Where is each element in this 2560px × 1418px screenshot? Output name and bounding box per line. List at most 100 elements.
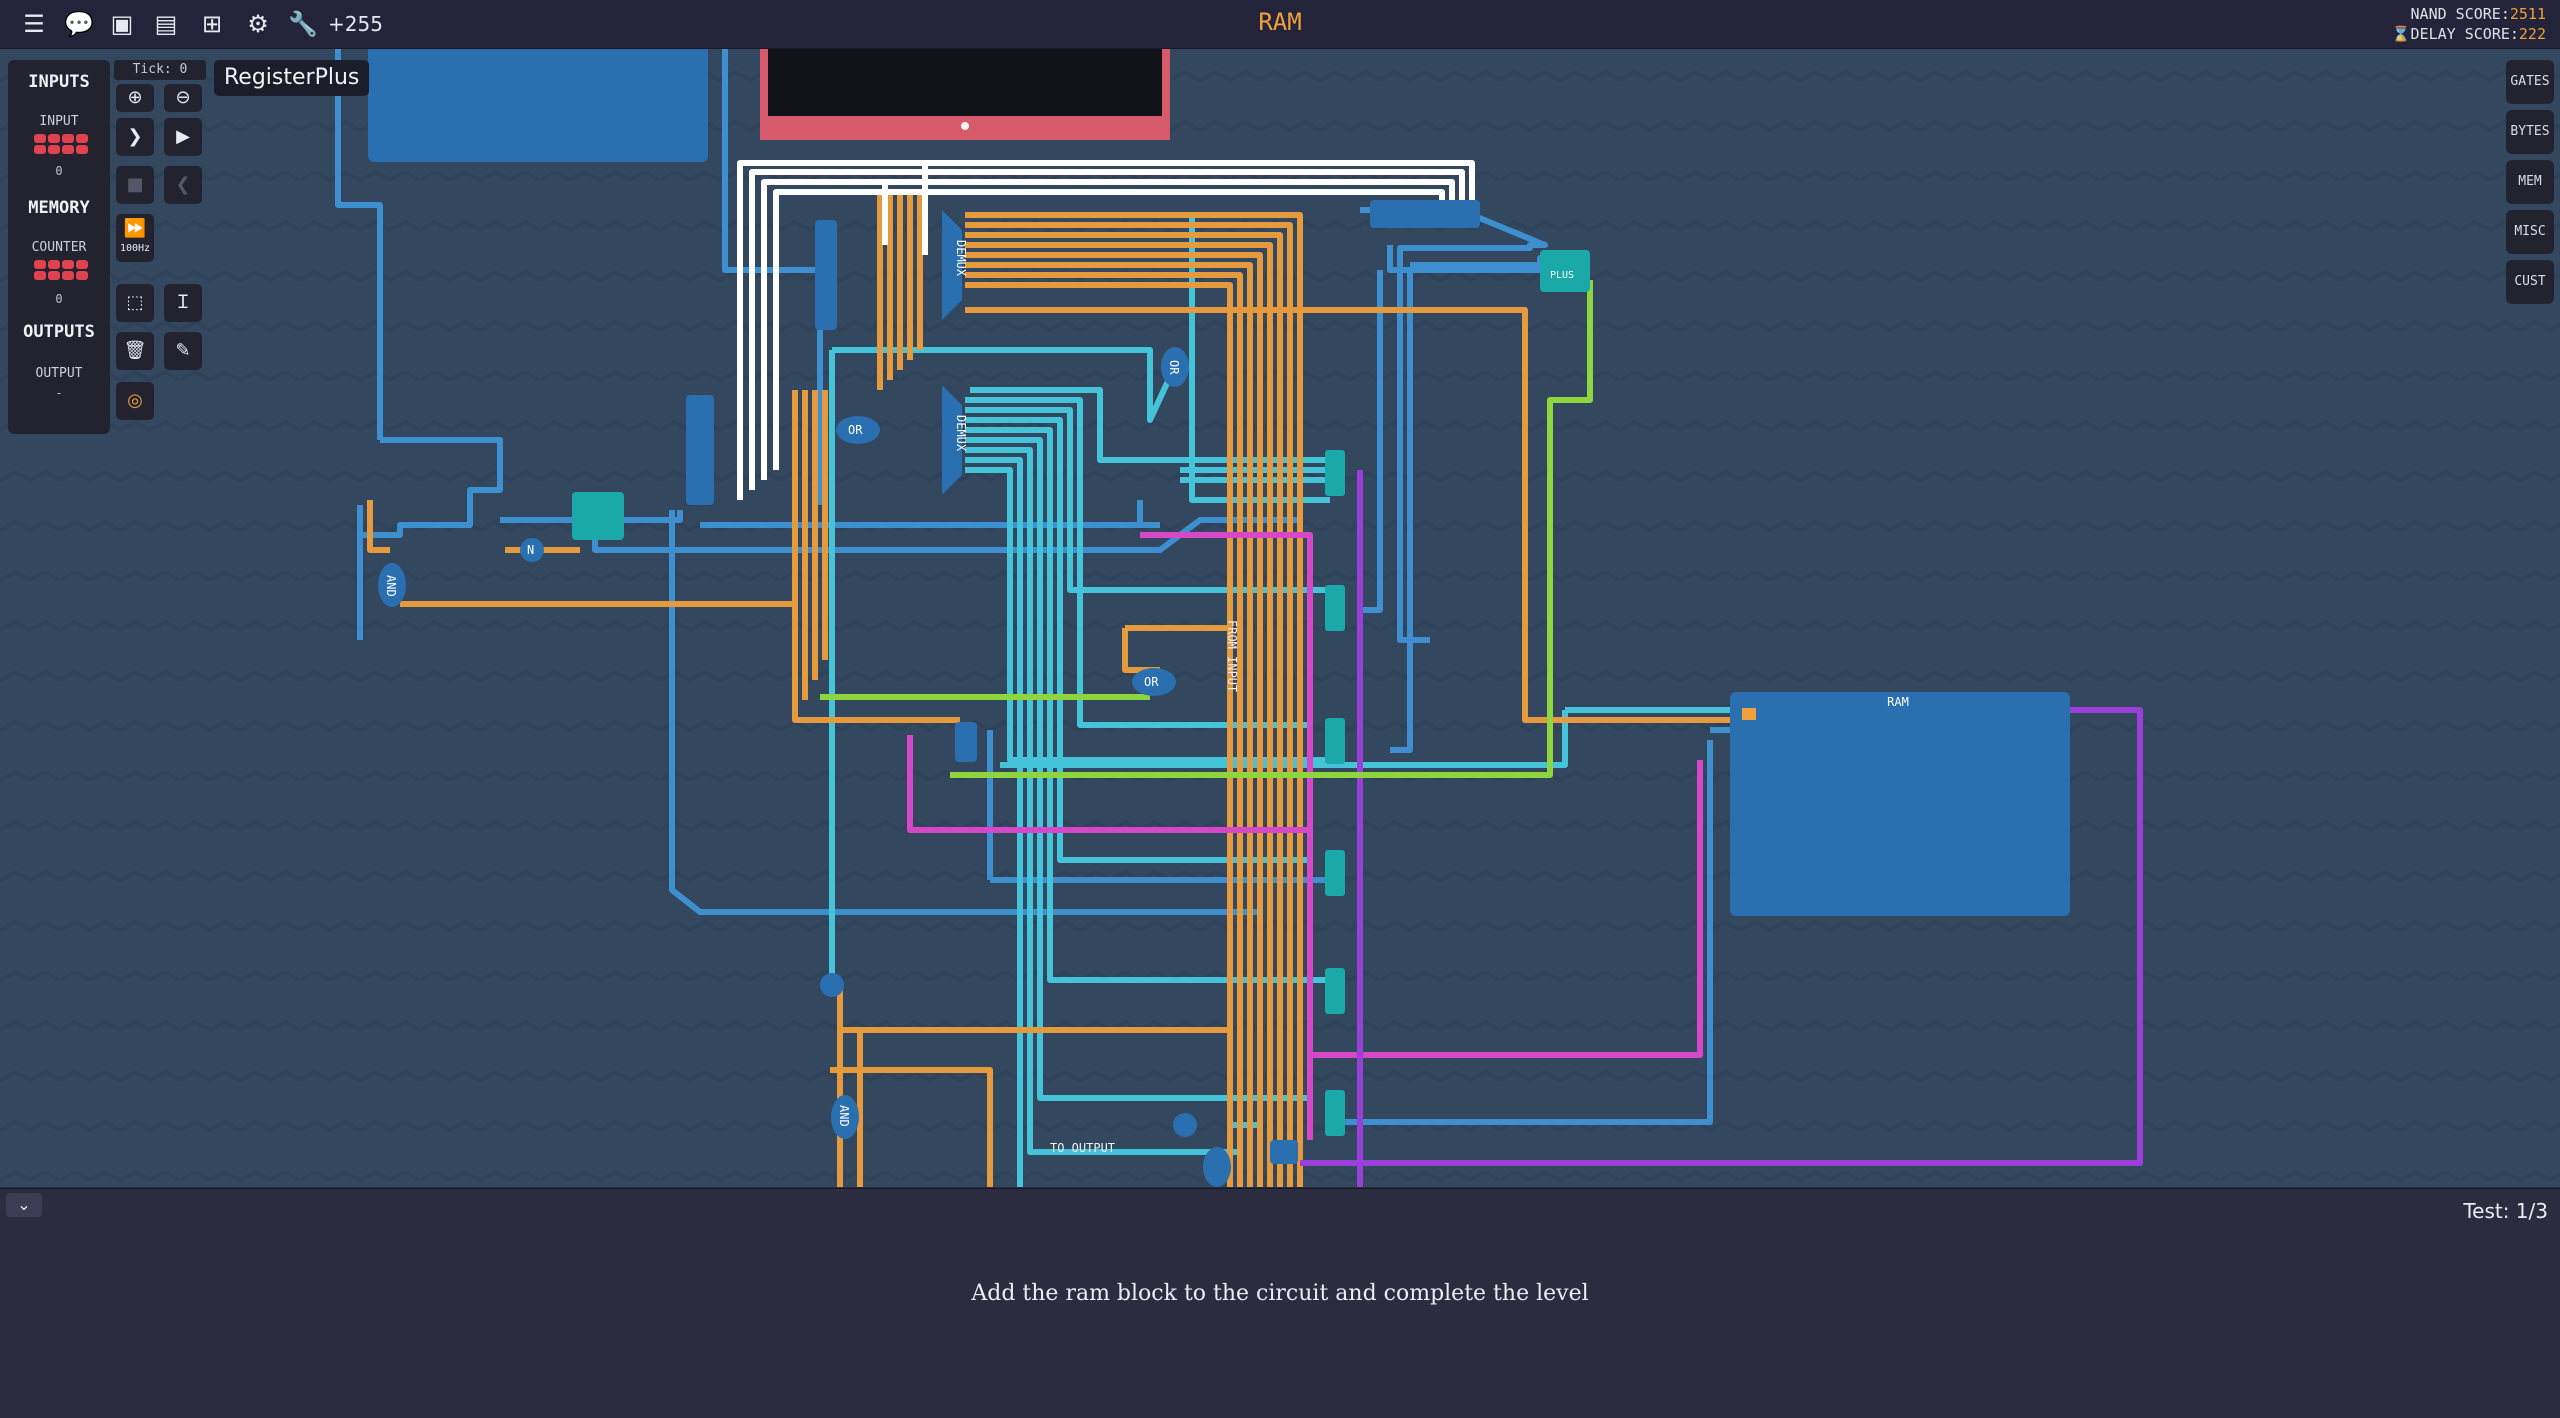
demux-gate[interactable] bbox=[942, 210, 962, 320]
not-label: N bbox=[527, 543, 534, 557]
level-instruction: Add the ram block to the circuit and com… bbox=[971, 1281, 1589, 1306]
chevron-down-icon: ⌄ bbox=[17, 1195, 31, 1214]
moves-counter: +255 bbox=[328, 12, 383, 36]
bytes-button[interactable]: BYTES bbox=[2506, 110, 2554, 154]
bit-splitter[interactable] bbox=[1370, 200, 1480, 228]
gear-icon[interactable]: ⚙ bbox=[247, 10, 269, 38]
chevron-right-icon: ❯ bbox=[127, 126, 143, 147]
input-bit-display[interactable] bbox=[34, 134, 88, 154]
color-wheel-icon: ◎ bbox=[127, 390, 143, 411]
tick-counter: Tick: 0 bbox=[114, 60, 206, 80]
from-input-label: FROM INPUT bbox=[1225, 620, 1239, 692]
register-plus-chip[interactable] bbox=[572, 492, 624, 540]
outputs-header: OUTPUTS bbox=[23, 322, 95, 342]
sim-toolbar: Tick: 0 ⊕ ⊖ ❯ ▶ ■ ❮ ⏩ 100Hz ⬚ Ｉ 🗑 ✎ ◎ bbox=[114, 60, 206, 420]
or-label: OR bbox=[848, 423, 863, 437]
pencil-icon: ✎ bbox=[175, 340, 191, 361]
demux-label: DEMUX bbox=[954, 240, 968, 277]
mux-gate[interactable] bbox=[955, 722, 977, 762]
gates-button[interactable]: GATES bbox=[2506, 60, 2554, 104]
fast-forward-button[interactable]: ⏩ 100Hz bbox=[116, 214, 154, 262]
stop-button[interactable]: ■ bbox=[116, 166, 154, 204]
and-gate[interactable] bbox=[378, 563, 406, 607]
level-title: RAM bbox=[1258, 8, 1302, 36]
menu-icon[interactable]: ☰ bbox=[23, 10, 45, 38]
color-picker-button[interactable]: ◎ bbox=[116, 382, 154, 420]
counter-value: 0 bbox=[55, 292, 63, 306]
delay-score-label: ⌛DELAY SCORE: bbox=[2391, 25, 2519, 43]
demux-label-2: DEMUX bbox=[954, 415, 968, 452]
inputs-header: INPUTS bbox=[28, 72, 90, 92]
top-bar: ☰ 💬 ▣ ▤ ⊞ ⚙ 🔧 +255 RAM NAND SCORE:2511 ⌛… bbox=[0, 0, 2560, 49]
register-chip-1[interactable] bbox=[1325, 450, 1345, 496]
delay-score-value: 222 bbox=[2518, 25, 2546, 43]
pencil-button[interactable]: ✎ bbox=[164, 332, 202, 370]
or-gate-2[interactable] bbox=[1161, 347, 1189, 387]
memory-block-topleft[interactable] bbox=[368, 49, 708, 162]
chevron-left-icon: ❮ bbox=[175, 174, 191, 195]
register-chip-6[interactable] bbox=[1325, 1090, 1345, 1136]
plus-label: PLUS bbox=[1550, 270, 1574, 281]
zoom-out-button[interactable]: ⊖ bbox=[164, 84, 202, 112]
and-gate-3[interactable] bbox=[1203, 1147, 1231, 1187]
text-cursor-icon: Ｉ bbox=[174, 292, 192, 313]
register-chip-2[interactable] bbox=[1325, 585, 1345, 631]
step-button[interactable]: ❯ bbox=[116, 118, 154, 156]
or-gate[interactable] bbox=[836, 416, 880, 444]
misc-button[interactable]: MISC bbox=[2506, 210, 2554, 254]
schematic-label: RegisterPlus bbox=[214, 60, 370, 96]
ram-block[interactable] bbox=[1730, 692, 2070, 916]
counter-label: COUNTER bbox=[31, 240, 87, 255]
not-gate-2[interactable] bbox=[820, 973, 844, 997]
play-button[interactable]: ▶ bbox=[164, 118, 202, 156]
trash-icon: 🗑 bbox=[123, 340, 147, 361]
step-back-button[interactable]: ❮ bbox=[164, 166, 202, 204]
zoom-in-button[interactable]: ⊕ bbox=[116, 84, 154, 112]
or-label-2: OR bbox=[1167, 360, 1181, 375]
input-value: 0 bbox=[55, 164, 63, 178]
hierarchy-icon[interactable]: ⊞ bbox=[201, 10, 223, 38]
adder-chip[interactable] bbox=[1540, 250, 1590, 292]
book-icon[interactable]: ▤ bbox=[154, 10, 178, 38]
memory-header: MEMORY bbox=[28, 198, 90, 218]
counter-bit-display[interactable] bbox=[34, 260, 88, 280]
stop-icon: ■ bbox=[126, 174, 144, 195]
demux-gate-2[interactable] bbox=[942, 385, 962, 495]
select-tool-button[interactable]: ⬚ bbox=[116, 284, 154, 322]
play-icon: ▶ bbox=[176, 126, 190, 147]
to-output-label: TO OUTPUT bbox=[1050, 1141, 1115, 1155]
selector-chip[interactable] bbox=[815, 220, 837, 330]
level-info-panel: ⌄ Test: 1/3 Add the ram block to the cir… bbox=[0, 1188, 2560, 1418]
mux-gate-2[interactable] bbox=[1270, 1140, 1298, 1164]
zoom-out-icon: ⊖ bbox=[175, 87, 191, 108]
not-gate-3[interactable] bbox=[1173, 1113, 1197, 1137]
and-label: AND bbox=[384, 575, 398, 597]
score-panel: NAND SCORE:2511 ⌛DELAY SCORE:222 bbox=[2392, 4, 2546, 44]
chat-icon[interactable]: 💬 bbox=[64, 10, 94, 38]
mem-button[interactable]: MEM bbox=[2506, 160, 2554, 204]
output-label: OUTPUT bbox=[35, 366, 83, 381]
zoom-in-icon: ⊕ bbox=[127, 87, 143, 108]
speed-label: 100Hz bbox=[119, 243, 151, 254]
and-label-2: AND bbox=[837, 1105, 851, 1127]
save-icon[interactable]: ▣ bbox=[110, 10, 134, 38]
cust-button[interactable]: CUST bbox=[2506, 260, 2554, 304]
byte-splitter[interactable] bbox=[686, 395, 714, 505]
collapse-button[interactable]: ⌄ bbox=[6, 1193, 42, 1217]
wrench-icon[interactable]: 🔧 bbox=[288, 10, 318, 38]
and-gate-2[interactable] bbox=[831, 1095, 859, 1139]
or-label-3: OR bbox=[1144, 675, 1159, 689]
circuit-drawing[interactable]: RAM bbox=[0, 49, 2560, 1187]
input-label: INPUT bbox=[39, 114, 79, 129]
text-tool-button[interactable]: Ｉ bbox=[164, 284, 202, 322]
register-chip-4[interactable] bbox=[1325, 850, 1345, 896]
or-gate-3[interactable] bbox=[1132, 668, 1176, 696]
circuit-canvas[interactable]: RAM bbox=[0, 49, 2560, 1187]
register-chip-5[interactable] bbox=[1325, 968, 1345, 1014]
delete-button[interactable]: 🗑 bbox=[116, 332, 154, 370]
not-gate[interactable] bbox=[520, 538, 544, 562]
test-counter: Test: 1/3 bbox=[2463, 1199, 2548, 1223]
selection-box-icon: ⬚ bbox=[126, 292, 144, 313]
nand-score-label: NAND SCORE: bbox=[2410, 5, 2510, 23]
register-chip-3[interactable] bbox=[1325, 718, 1345, 764]
